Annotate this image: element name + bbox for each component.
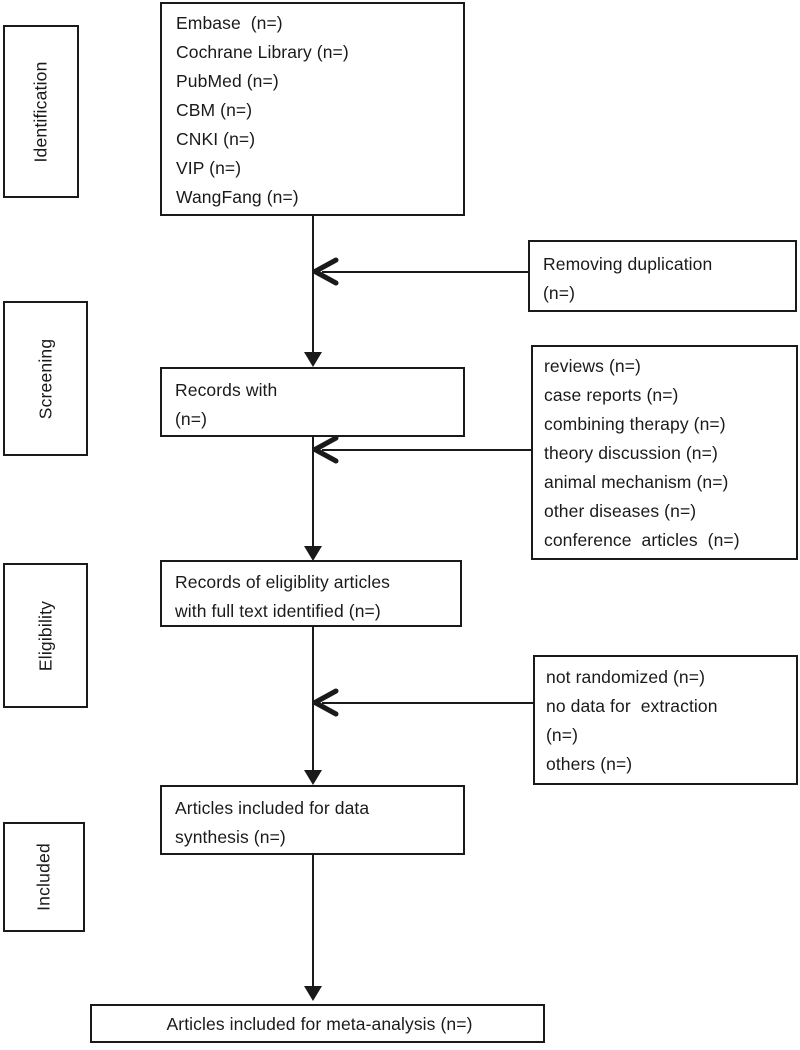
records-after-duplicates-box: Records with (n=) bbox=[160, 367, 465, 437]
records-identified-line-4: CBM (n=) bbox=[176, 100, 253, 120]
connector-identification-to-screening bbox=[312, 215, 314, 355]
records-after-duplicates-line-1: Records with bbox=[175, 380, 278, 400]
data-synthesis-line-2: synthesis (n=) bbox=[175, 827, 286, 847]
eligibility-exclusion-line-4: others (n=) bbox=[546, 754, 633, 774]
connector-synthesis-to-meta-analysis bbox=[312, 855, 314, 989]
records-identified-line-6: VIP (n=) bbox=[176, 158, 242, 178]
eligibility-exclusion-line-2: no data for extraction bbox=[546, 696, 718, 716]
connector-screening-to-eligibility bbox=[312, 437, 314, 552]
records-after-duplicates-line-2: (n=) bbox=[175, 409, 208, 429]
meta-analysis-box: Articles included for meta-analysis (n=) bbox=[90, 1004, 545, 1043]
stage-label-screening: Screening bbox=[35, 338, 55, 419]
arrowhead-screening-exclusions bbox=[312, 435, 339, 464]
screening-exclusion-line-6: other diseases (n=) bbox=[544, 501, 697, 521]
arrowhead-into-eligibility bbox=[304, 546, 322, 561]
removing-duplication-line-1: Removing duplication bbox=[543, 254, 713, 274]
eligibility-exclusions-box: not randomized (n=) no data for extracti… bbox=[533, 655, 798, 785]
removing-duplication-box: Removing duplication (n=) bbox=[528, 240, 797, 312]
screening-exclusion-line-4: theory discussion (n=) bbox=[544, 443, 718, 463]
eligibility-exclusion-line-3: (n=) bbox=[546, 725, 579, 745]
stage-label-eligibility: Eligibility bbox=[35, 600, 55, 671]
stage-box-eligibility: Eligibility bbox=[3, 563, 88, 708]
screening-exclusion-line-2: case reports (n=) bbox=[544, 385, 679, 405]
screening-exclusion-line-7: conference articles (n=) bbox=[544, 530, 740, 550]
arrowhead-into-meta-analysis bbox=[304, 986, 322, 1001]
records-identified-line-5: CNKI (n=) bbox=[176, 129, 256, 149]
arrowhead-into-records-with bbox=[304, 352, 322, 367]
records-identified-line-7: WangFang (n=) bbox=[176, 187, 299, 207]
data-synthesis-line-1: Articles included for data bbox=[175, 798, 370, 818]
full-text-assessed-line-1: Records of eligiblity articles bbox=[175, 572, 391, 592]
stage-label-included: Included bbox=[33, 843, 54, 911]
screening-exclusion-line-1: reviews (n=) bbox=[544, 356, 641, 376]
screening-exclusion-line-5: animal mechanism (n=) bbox=[544, 472, 729, 492]
records-identified-box: Embase (n=) Cochrane Library (n=) PubMed… bbox=[160, 2, 465, 216]
connector-removing-duplication bbox=[322, 271, 528, 273]
screening-exclusions-box: reviews (n=) case reports (n=) combining… bbox=[531, 345, 798, 560]
arrowhead-into-data-synthesis bbox=[304, 770, 322, 785]
eligibility-exclusion-line-1: not randomized (n=) bbox=[546, 667, 705, 687]
stage-box-identification: Identification bbox=[3, 25, 79, 198]
records-identified-line-1: Embase (n=) bbox=[176, 13, 283, 33]
full-text-assessed-box: Records of eligiblity articles with full… bbox=[160, 560, 462, 627]
records-identified-line-3: PubMed (n=) bbox=[176, 71, 279, 91]
stage-label-identification: Identification bbox=[30, 60, 51, 163]
records-identified-line-2: Cochrane Library (n=) bbox=[176, 42, 349, 62]
screening-exclusion-line-3: combining therapy (n=) bbox=[544, 414, 726, 434]
connector-eligibility-exclusions bbox=[322, 702, 534, 704]
full-text-assessed-line-2: with full text identified (n=) bbox=[175, 601, 381, 621]
arrowhead-removing-duplication bbox=[312, 257, 339, 286]
connector-screening-exclusions bbox=[322, 449, 533, 451]
arrowhead-eligibility-exclusions bbox=[312, 688, 339, 717]
stage-box-included: Included bbox=[3, 822, 85, 932]
data-synthesis-box: Articles included for data synthesis (n=… bbox=[160, 785, 465, 855]
stage-box-screening: Screening bbox=[3, 301, 88, 456]
meta-analysis-line-1: Articles included for meta-analysis (n=) bbox=[166, 1014, 473, 1034]
removing-duplication-line-2: (n=) bbox=[543, 283, 576, 303]
